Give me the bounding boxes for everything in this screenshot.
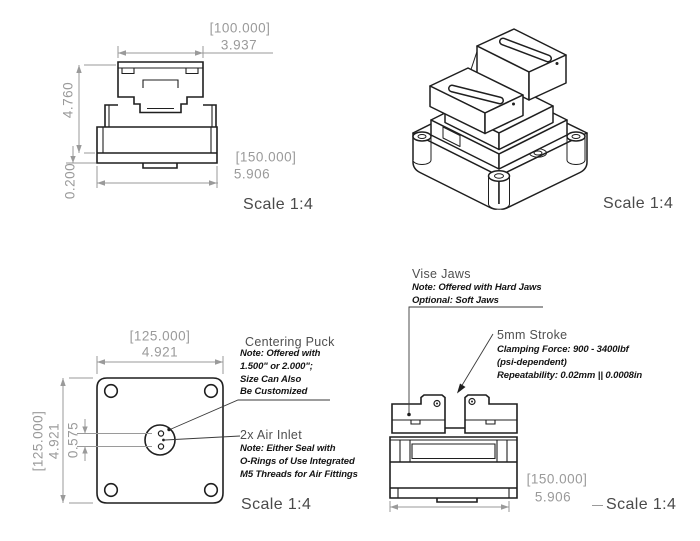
corner-post-front-sides xyxy=(488,176,510,210)
corner-post-left-sides xyxy=(412,136,432,165)
front-outline xyxy=(96,61,218,169)
side-details xyxy=(390,419,517,498)
note-line: O-Rings of Use Integrated xyxy=(240,455,355,467)
top-height-in: 4.921 xyxy=(46,422,62,460)
iso-back-jaw xyxy=(476,28,567,101)
air-inlet-title: 2x Air Inlet xyxy=(240,428,302,442)
note-line: Note: Offered with Hard Jaws xyxy=(412,282,542,293)
vise-jaws-leader-dot xyxy=(407,412,411,417)
side-outline xyxy=(389,394,518,503)
leader-lines xyxy=(164,306,543,441)
front-details xyxy=(102,67,213,153)
back-jaw-screw xyxy=(555,62,559,65)
note-line: Repeatability: 0.02mm || 0.0008in xyxy=(497,369,643,381)
jaw-screw-left xyxy=(433,399,441,408)
front-base-thickness-in: 0.200 xyxy=(62,162,78,200)
note-line: 1.500" or 2.000"; xyxy=(240,360,313,372)
stroke-title: 5mm Stroke xyxy=(497,328,568,342)
front-jaw-slot-inner xyxy=(449,86,503,103)
note-line: Be Customized xyxy=(240,386,308,398)
side-view xyxy=(389,394,603,512)
top-scale-label: Scale 1:4 xyxy=(241,496,312,513)
isometric-view xyxy=(412,28,588,210)
front-scale-label: Scale 1:4 xyxy=(243,196,314,213)
note-line: M5 Threads for Air Fittings xyxy=(240,468,358,480)
note-line: Clamping Force: 900 - 3400lbf xyxy=(497,344,629,355)
centering-puck-title: Centering Puck xyxy=(245,335,335,349)
front-base-width-mm: [150.000] xyxy=(235,149,297,165)
centering-puck-circle xyxy=(144,424,176,456)
corner-post-left xyxy=(412,131,432,142)
front-height-in: 4.760 xyxy=(60,81,76,119)
top-dim-arrows xyxy=(60,359,223,503)
top-height-mm: [125.000] xyxy=(30,410,46,472)
iso-scale-label: Scale 1:4 xyxy=(603,195,674,212)
front-jaw-screw xyxy=(512,102,515,106)
corner-holes xyxy=(103,383,219,498)
note-line: Size Can Also xyxy=(240,373,302,385)
center-point xyxy=(162,438,165,442)
side-dim-lines xyxy=(389,501,603,512)
back-jaw-right xyxy=(528,54,567,101)
vise-jaws-title: Vise Jaws xyxy=(412,267,471,281)
plate-outline xyxy=(96,377,224,504)
centering-puck-note: Note: Offered with 1.500" or 2.000"; Siz… xyxy=(240,348,320,399)
air-inlet-hole-bottom xyxy=(157,443,165,450)
vise-jaws-note: Note: Offered with Hard Jaws Optional: S… xyxy=(412,282,542,308)
side-scale-label: Scale 1:4 xyxy=(606,496,677,513)
note-line: Note: Offered with xyxy=(240,348,321,359)
mid-right-face xyxy=(498,119,568,170)
note-line: Note: Either Seal with xyxy=(240,443,336,454)
side-width-mm: [150.000] xyxy=(526,471,588,487)
jaw-screw-left-dot xyxy=(436,402,438,405)
corner-post-right-sides xyxy=(566,136,586,165)
air-inlet-hole-top xyxy=(157,430,165,437)
note-line: Optional: Soft Jaws xyxy=(412,294,499,306)
iso-front-jaw xyxy=(429,67,524,135)
front-width-mm: [100.000] xyxy=(209,20,271,36)
jaw-screw-right-dot xyxy=(471,400,473,403)
side-width-in: 5.906 xyxy=(534,489,572,505)
front-width-in: 3.937 xyxy=(220,37,258,53)
stroke-leader-arrow xyxy=(457,383,466,394)
top-width-mm: [125.000] xyxy=(129,328,191,344)
front-view xyxy=(66,46,273,188)
air-inlet-leader xyxy=(164,435,241,441)
stroke-note: Clamping Force: 900 - 3400lbf (psi-depen… xyxy=(497,344,642,382)
note-line: (psi-dependent) xyxy=(497,356,567,368)
top-inlet-spacing-in: 0.575 xyxy=(65,421,81,459)
corner-post-right xyxy=(566,131,586,142)
centering-puck-leader-dot xyxy=(167,427,171,432)
body-right-face xyxy=(498,105,554,151)
corner-post-front xyxy=(487,170,511,182)
top-dim-lines xyxy=(62,356,224,504)
back-jaw-slot-inner xyxy=(500,39,551,61)
air-inlet-note: Note: Either Seal with O-Rings of Use In… xyxy=(240,443,358,481)
jaw-screw-right xyxy=(468,397,476,406)
top-width-in: 4.921 xyxy=(141,344,179,360)
front-base-width-in: 5.906 xyxy=(233,166,271,182)
vise-jaws-leader xyxy=(408,306,543,413)
centering-puck-leader xyxy=(169,399,330,430)
mid-tslot-notch xyxy=(442,126,461,147)
stroke-leader xyxy=(459,333,494,390)
top-view xyxy=(60,356,224,504)
